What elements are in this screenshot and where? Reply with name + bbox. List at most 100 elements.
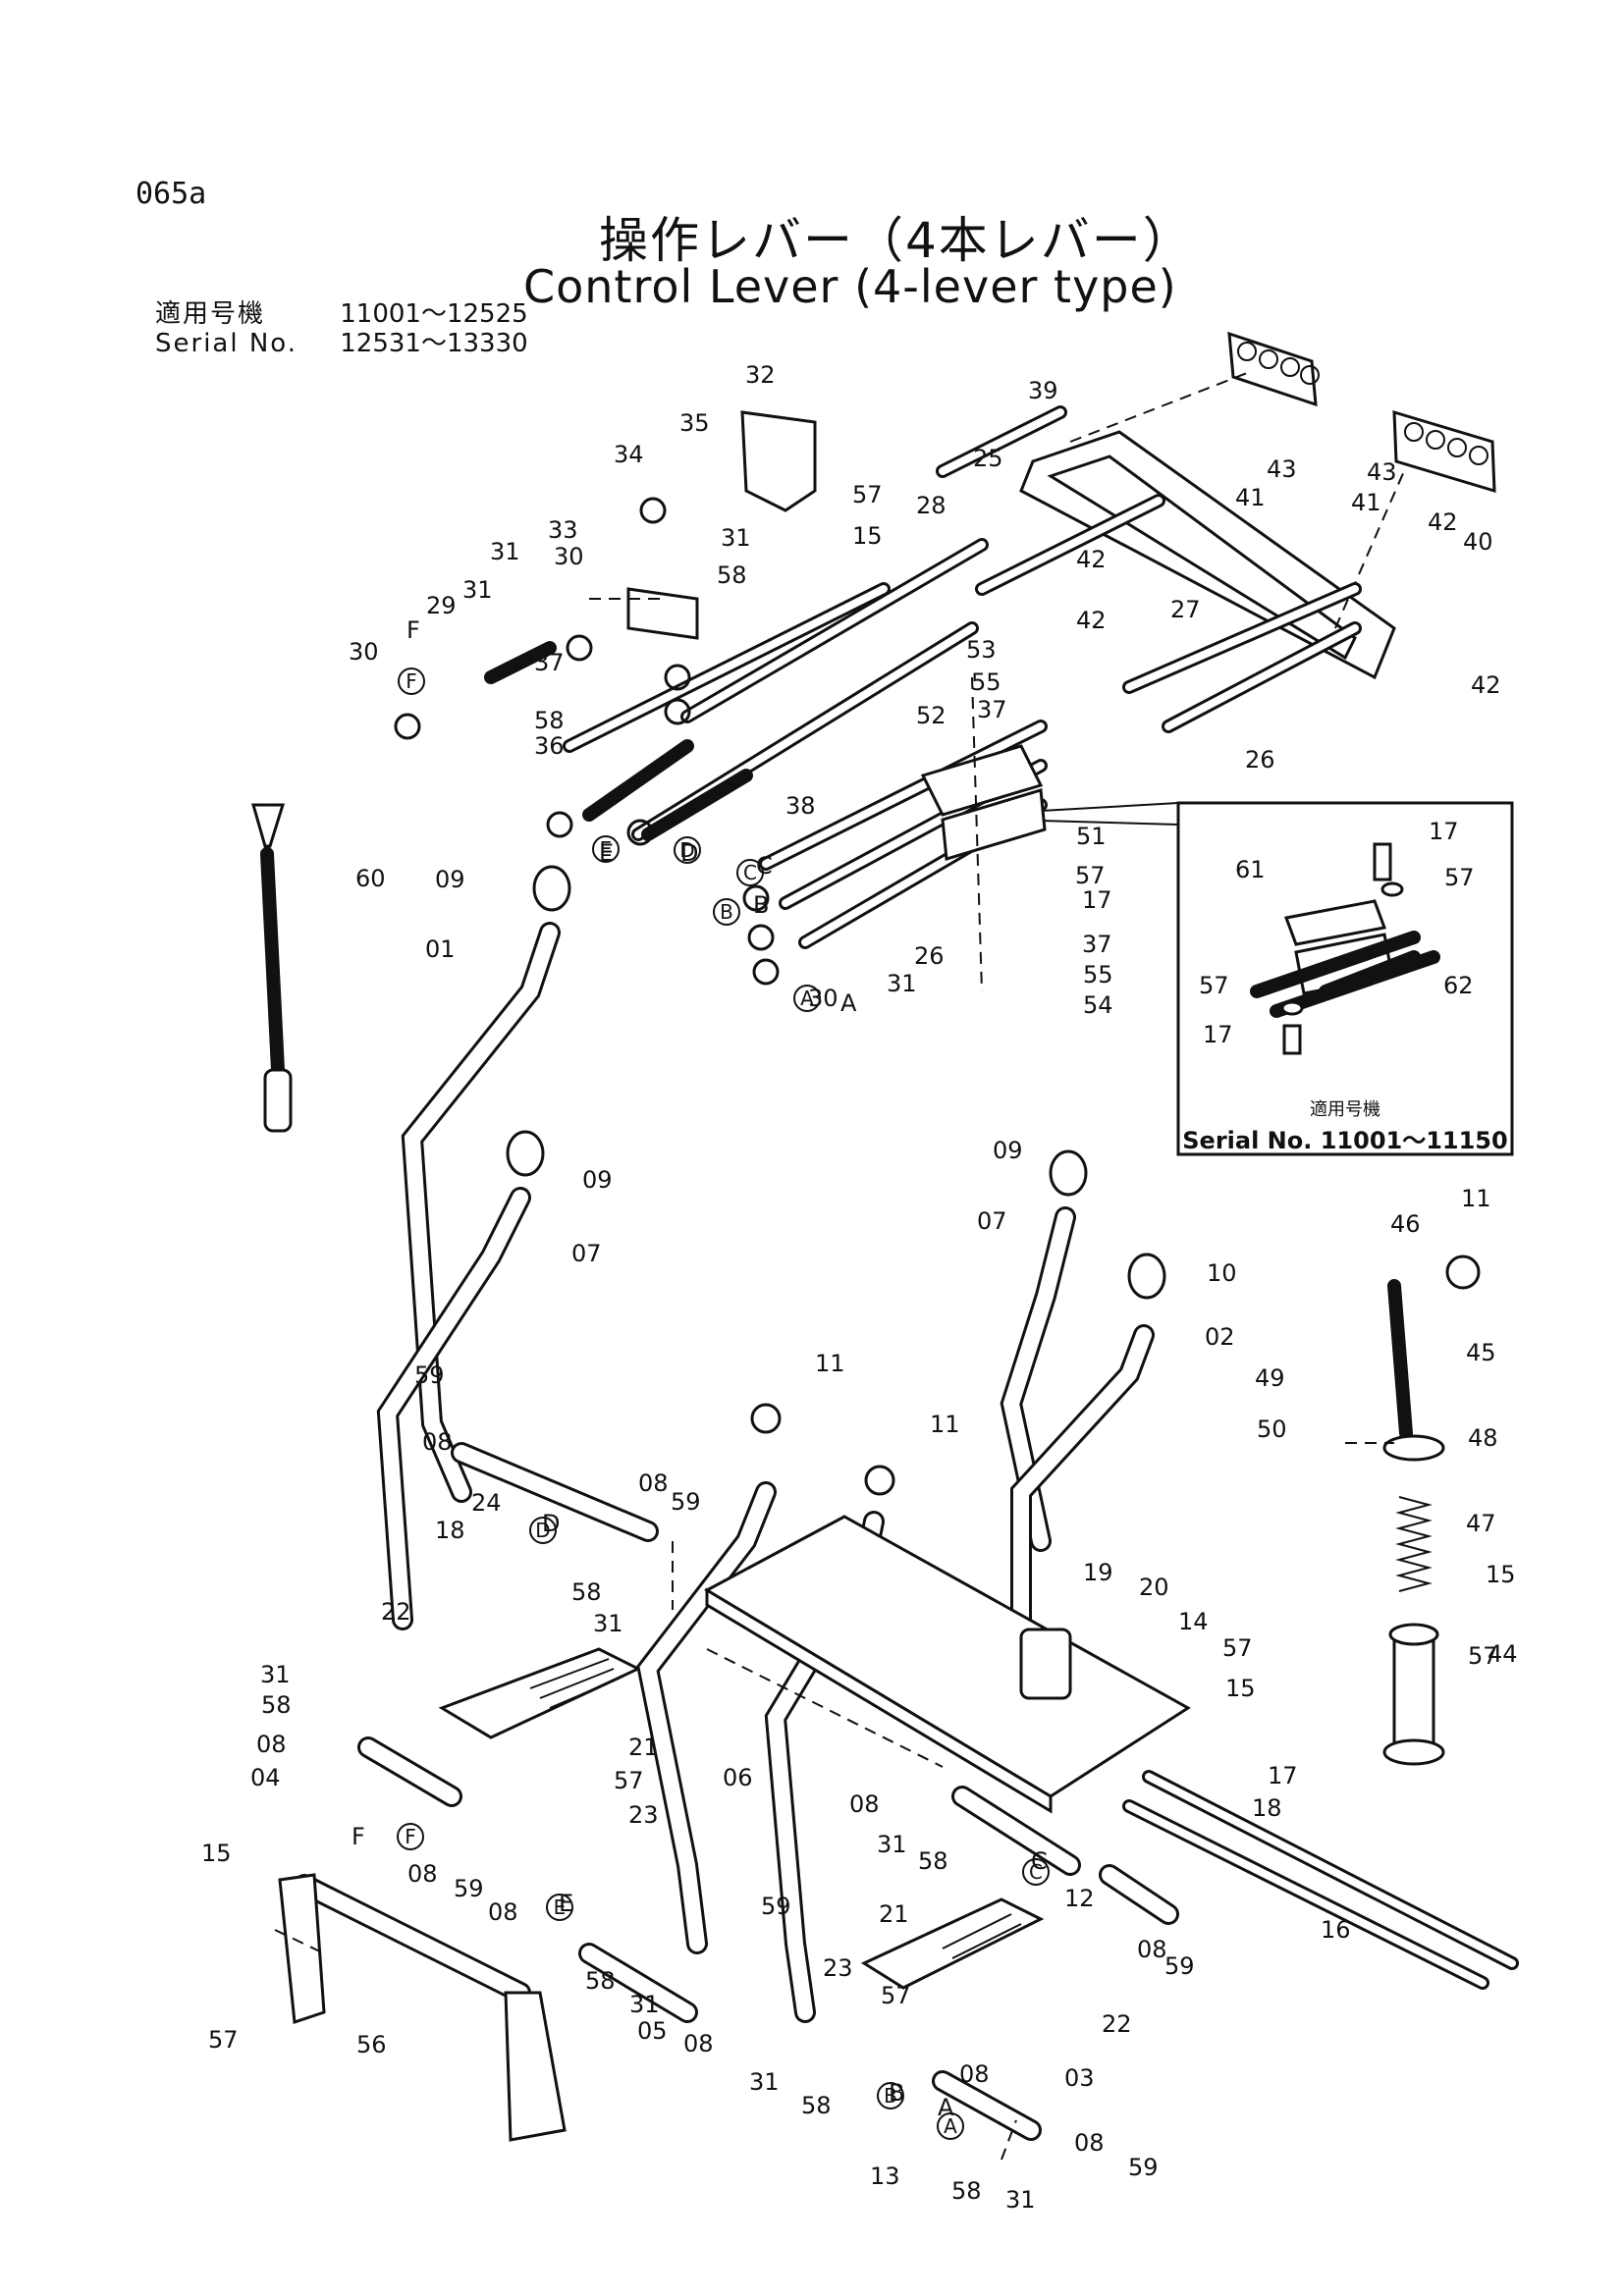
dash-leader	[1001, 2119, 1017, 2161]
part-label: 23	[628, 1801, 659, 1829]
part-label: 43	[1267, 455, 1297, 483]
part-label: 33	[548, 516, 578, 544]
part-label: 15	[852, 522, 883, 550]
title-english: Control Lever (4-lever type)	[523, 260, 1177, 313]
dash-leader	[971, 676, 983, 992]
inset-bolt-17	[1282, 1024, 1302, 1055]
part-label: 17	[1082, 886, 1112, 914]
part-label: 42	[1471, 671, 1501, 699]
part-label: 06	[723, 1764, 753, 1791]
lever-02	[1010, 1253, 1166, 1670]
part-label: C	[1031, 1847, 1048, 1875]
console-14-side	[705, 1587, 1053, 1814]
serial-row-en: Serial No. 12531～13330	[155, 329, 528, 358]
shaft-upper-left	[357, 1442, 698, 2023]
circled-ref-label: C	[736, 859, 764, 886]
bracket-32	[740, 410, 817, 512]
page-id: 065a	[135, 177, 207, 211]
part-label: 35	[679, 409, 710, 437]
part-label: 05	[637, 2017, 668, 2045]
rods-16	[1122, 1770, 1519, 1990]
part-label: 58	[951, 2177, 982, 2205]
inset-clamp-61	[1283, 899, 1387, 946]
part-label: 08	[849, 1790, 880, 1818]
part-label: 36	[534, 732, 565, 760]
part-label: 21	[628, 1734, 659, 1761]
svg-text:D: D	[535, 1519, 550, 1542]
dash-leader	[1334, 470, 1405, 629]
plate-33	[626, 587, 699, 640]
part-label: 03	[1064, 2064, 1095, 2092]
part-label: 57	[881, 1982, 911, 2009]
part-label: 28	[916, 492, 947, 519]
frame-39-inner	[1047, 454, 1357, 661]
part-label: 58	[571, 1578, 602, 1606]
part-label: 62	[1443, 972, 1474, 999]
part-label: 08	[959, 2060, 990, 2088]
part-label: 59	[1128, 2154, 1159, 2181]
circled-ref-label: F	[397, 1823, 424, 1850]
part-label: 58	[261, 1691, 292, 1719]
part-label: 09	[435, 866, 465, 893]
spring-47	[1395, 1496, 1433, 1592]
part-label: 15	[201, 1840, 232, 1867]
part-label: 57	[614, 1767, 644, 1794]
part-label: 58	[801, 2092, 832, 2119]
part-label: 55	[1083, 961, 1113, 988]
part-label: 41	[1235, 484, 1266, 511]
part-label: 54	[1083, 991, 1113, 1019]
part-label: 08	[422, 1428, 453, 1456]
part-label: 31	[1005, 2186, 1036, 2214]
stem-45	[1387, 1255, 1481, 1440]
part-label: 30	[349, 638, 379, 666]
inset-washer-57	[1380, 881, 1404, 897]
inset-rod	[1250, 931, 1421, 998]
part-label: 57	[1468, 1642, 1498, 1670]
part-label: 59	[1164, 1952, 1195, 1980]
circled-ref-label: A	[793, 985, 821, 1012]
part-label: 51	[1076, 823, 1107, 850]
inset-note: 適用号機 Serial No. 11001～11150	[1178, 1095, 1512, 1155]
part-label: 29	[426, 592, 457, 619]
lever-07-left	[376, 1130, 545, 1630]
part-label: A	[840, 989, 857, 1017]
part-label: 15	[1486, 1561, 1516, 1588]
part-label: 31	[749, 2068, 780, 2096]
top-mount-plate-1	[1227, 331, 1318, 407]
circled-ref-label: E	[592, 835, 620, 863]
part-label: 13	[870, 2163, 900, 2190]
part-label: 34	[614, 441, 644, 468]
top-mount-bolts	[1237, 342, 1488, 465]
rod-38	[582, 739, 694, 822]
part-label: 47	[1466, 1510, 1496, 1537]
circled-ref-label: D	[529, 1517, 557, 1544]
part-label: 59	[761, 1893, 791, 1920]
part-label: C	[756, 852, 773, 880]
part-label: 09	[582, 1166, 613, 1194]
part-label: 08	[683, 2030, 714, 2057]
circled-ref-label: E	[546, 1894, 573, 1921]
part-label: E	[559, 1890, 573, 1917]
part-label: 22	[381, 1598, 411, 1626]
circled-ref-label: D	[674, 836, 701, 864]
part-label: 15	[1225, 1675, 1256, 1702]
circled-ref-label: F	[398, 667, 425, 695]
part-label: E	[599, 839, 614, 867]
part-label: 26	[1245, 746, 1275, 774]
part-label: 19	[1083, 1559, 1113, 1586]
serial-row-jp: 適用号機 11001～12525	[155, 299, 528, 329]
clamp-52	[920, 744, 1044, 817]
part-label: 57	[852, 481, 883, 508]
top-mount-plate-2	[1392, 409, 1496, 494]
part-label: 18	[1252, 1794, 1282, 1822]
part-label: 59	[671, 1488, 701, 1516]
part-label: 42	[1076, 546, 1107, 573]
part-label: 08	[1137, 1936, 1167, 1963]
part-label: 11	[930, 1411, 960, 1438]
inset-washer-57	[1280, 1000, 1304, 1016]
part-label: 09	[993, 1137, 1023, 1164]
part-label: 23	[823, 1954, 853, 1982]
part-label: 60	[355, 865, 386, 892]
part-label: 57	[208, 2026, 239, 2054]
